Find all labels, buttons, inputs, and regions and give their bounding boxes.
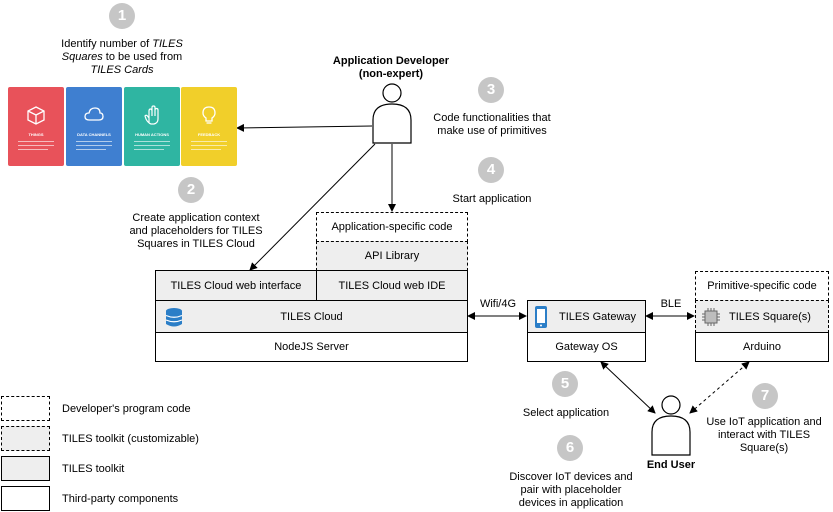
gateway-os-label: Gateway OS	[555, 341, 618, 353]
primitive-code-label: Primitive-specific code	[707, 280, 817, 292]
step-2-badge: 2	[178, 177, 204, 203]
legend-label-toolkit: TILES toolkit	[62, 463, 125, 475]
tiles-square-box: TILES Square(s)	[695, 300, 829, 333]
tiles-card: THINGS	[8, 87, 64, 166]
web-interface-box: TILES Cloud web interface	[155, 270, 317, 301]
legend-swatch-third-party	[1, 486, 50, 511]
legend-swatch-toolkit-customizable	[1, 426, 50, 451]
legend-swatch-toolkit	[1, 456, 50, 481]
database-icon	[165, 308, 183, 327]
card-text-line	[76, 145, 112, 146]
card-text-line	[76, 149, 106, 150]
developer-label: Application Developer (non-expert)	[332, 55, 450, 80]
end-user-label: End User	[646, 459, 696, 471]
web-ide-label: TILES Cloud web IDE	[338, 279, 446, 292]
api-library-box: API Library	[316, 241, 468, 271]
hand-icon	[144, 105, 159, 125]
legend-label-third-party: Third-party components	[62, 493, 179, 505]
app-code-label: Application-specific code	[331, 221, 453, 233]
step-6-badge: 6	[557, 435, 583, 461]
tiles-cloud-label: TILES Cloud	[280, 310, 343, 323]
app-code-box: Application-specific code	[316, 212, 468, 242]
smartphone-icon	[535, 306, 547, 328]
card-text-line	[191, 145, 227, 146]
tiles-card: HUMAN ACTIONS	[124, 87, 180, 166]
arrow-dev-to-cards	[236, 123, 373, 132]
tiles-gateway-box: TILES Gateway	[527, 300, 646, 333]
step-3-badge: 3	[478, 77, 504, 103]
tiles-cloud-box: TILES Cloud	[155, 300, 468, 333]
card-text-line	[134, 141, 170, 142]
nodejs-server-label: NodeJS Server	[274, 341, 349, 353]
tiles-gateway-label: TILES Gateway	[558, 310, 637, 323]
tiles-square-label: TILES Square(s)	[729, 310, 811, 323]
primitive-code-box: Primitive-specific code	[695, 271, 829, 301]
chip-icon	[702, 308, 720, 326]
card-text-line	[18, 145, 54, 146]
step-4-badge: 4	[478, 157, 504, 183]
ble-label: BLE	[660, 298, 682, 310]
tiles-card: FEEDBACK	[181, 87, 237, 166]
arduino-label: Arduino	[743, 341, 781, 353]
step-7-text: Use IoT application and interact with TI…	[706, 416, 822, 454]
card-title: DATA CHANNELS	[77, 132, 111, 137]
cloud-icon	[84, 107, 104, 121]
gateway-os-box: Gateway OS	[527, 332, 646, 362]
card-text-line	[134, 145, 170, 146]
wifi-4g-label: Wifi/4G	[479, 298, 517, 310]
step-4-text: Start application	[452, 193, 532, 205]
card-text-line	[18, 149, 48, 150]
api-library-label: API Library	[364, 250, 420, 262]
legend-label-toolkit-customizable: TILES toolkit (customizable)	[62, 433, 199, 445]
arduino-box: Arduino	[695, 332, 829, 362]
arrow-user-square	[689, 361, 750, 414]
tiles-card: DATA CHANNELS	[66, 87, 122, 166]
card-title: HUMAN ACTIONS	[135, 132, 169, 137]
card-title: FEEDBACK	[197, 132, 221, 137]
developer-person-icon	[372, 83, 412, 144]
step-6-text: Discover IoT devices and pair with place…	[509, 471, 633, 509]
step-5-text: Select application	[522, 407, 610, 419]
lightbulb-icon	[202, 106, 216, 124]
card-text-line	[76, 141, 112, 142]
legend-swatch-developer-code	[1, 396, 50, 421]
cube-icon	[27, 106, 45, 125]
end-user-person-icon	[651, 395, 691, 456]
step-7-badge: 7	[752, 383, 778, 409]
step-2-text: Create application context and placehold…	[129, 212, 263, 250]
card-text-line	[191, 149, 221, 150]
web-interface-label: TILES Cloud web interface	[170, 279, 302, 292]
web-ide-box: TILES Cloud web IDE	[316, 270, 468, 301]
legend-label-developer-code: Developer's program code	[62, 403, 191, 415]
nodejs-server-box: NodeJS Server	[155, 332, 468, 362]
step-1-text: Identify number of TILES Squares to be u…	[61, 38, 183, 76]
step-3-text: Code functionalities that make use of pr…	[433, 112, 551, 137]
card-title: THINGS	[28, 132, 44, 137]
card-text-line	[134, 149, 164, 150]
arrow-user-gateway	[600, 361, 656, 414]
arrow-dev-to-web-interface	[249, 143, 376, 271]
step-5-badge: 5	[552, 371, 578, 397]
card-text-line	[18, 141, 54, 142]
card-text-line	[191, 141, 227, 142]
step-1-badge: 1	[109, 3, 135, 29]
